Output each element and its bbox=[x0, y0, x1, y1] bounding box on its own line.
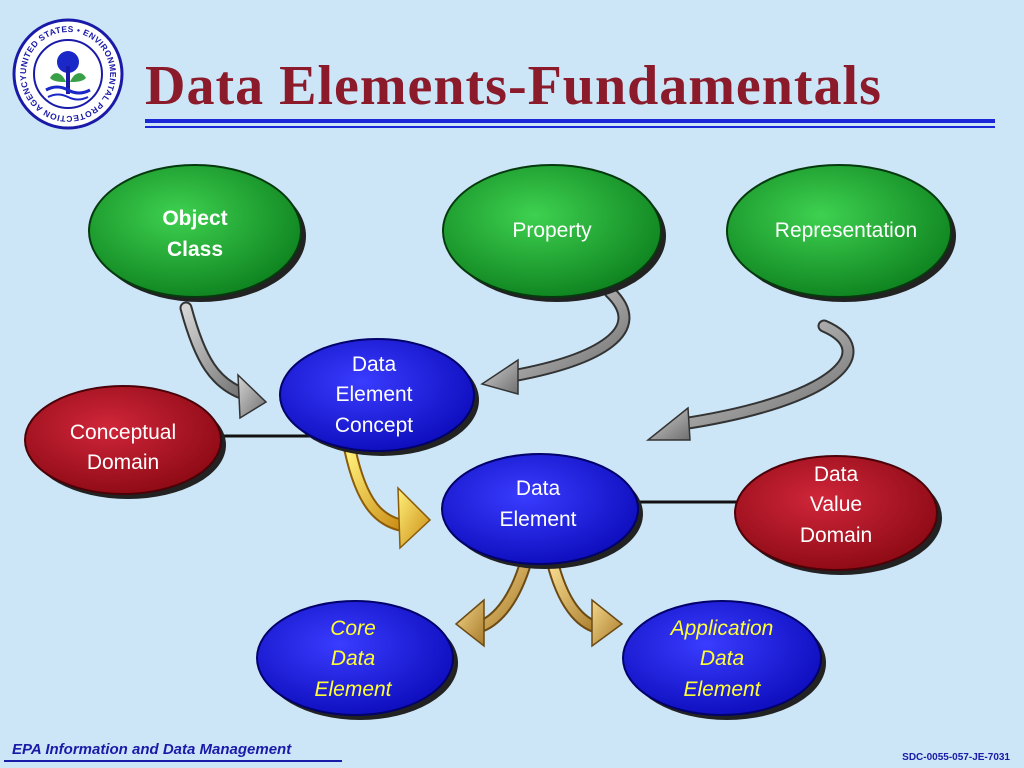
footer-org-name: EPA Information and Data Management bbox=[12, 741, 292, 758]
node-core-data-element-line-3: Element bbox=[314, 678, 392, 701]
node-data-value-domain: Data Value Domain bbox=[734, 455, 942, 575]
arrow-property-to-concept bbox=[480, 285, 631, 395]
node-data-element: Data Element bbox=[441, 453, 643, 569]
node-application-data-element-line-3: Element bbox=[683, 678, 761, 701]
node-data-value-domain-line-3: Domain bbox=[800, 524, 872, 547]
arrow-object-class-to-concept bbox=[179, 301, 268, 420]
node-conceptual-domain-line-1: Conceptual bbox=[70, 421, 176, 444]
node-data-value-domain-line-1: Data bbox=[814, 463, 859, 486]
arrow-data-element-to-application bbox=[547, 561, 624, 648]
node-data-value-domain-line-2: Value bbox=[810, 493, 862, 516]
node-data-element-line-2: Element bbox=[499, 508, 576, 531]
node-core-data-element: Core Data Element bbox=[256, 600, 458, 720]
node-object-class-line-1: Object bbox=[162, 207, 227, 230]
node-data-element-concept-line-1: Data bbox=[352, 353, 397, 376]
node-data-element-concept-line-3: Concept bbox=[335, 414, 413, 437]
node-conceptual-domain-line-2: Domain bbox=[87, 451, 159, 474]
page-title: Data Elements-Fundamentals bbox=[145, 55, 882, 117]
footer-underline bbox=[4, 760, 342, 762]
node-object-class: Object Class bbox=[88, 164, 306, 302]
epa-seal-icon: UNITED STATES • ENVIRONMENTAL PROTECTION… bbox=[10, 18, 124, 130]
arrow-representation-to-data-element bbox=[645, 319, 855, 441]
node-core-data-element-line-1: Core bbox=[330, 617, 376, 640]
node-application-data-element: Application Data Element bbox=[622, 600, 826, 720]
node-property-line-1: Property bbox=[512, 219, 592, 242]
node-representation: Representation bbox=[726, 164, 956, 302]
node-application-data-element-line-1: Application bbox=[669, 617, 774, 640]
node-object-class-line-2: Class bbox=[167, 238, 223, 261]
node-data-element-line-1: Data bbox=[516, 477, 561, 500]
footer-document-id: SDC-0055-057-JE-7031 bbox=[902, 752, 1010, 763]
node-core-data-element-line-2: Data bbox=[331, 647, 375, 670]
node-data-element-concept-line-2: Element bbox=[335, 383, 412, 406]
node-data-element-concept: Data Element Concept bbox=[279, 338, 479, 456]
node-conceptual-domain: Conceptual Domain bbox=[24, 385, 226, 499]
node-representation-line-1: Representation bbox=[775, 219, 917, 242]
node-application-data-element-line-2: Data bbox=[700, 647, 744, 670]
title-rule-thin bbox=[145, 126, 995, 128]
arrow-data-element-to-core bbox=[454, 561, 531, 648]
node-property: Property bbox=[442, 164, 666, 302]
arrow-concept-to-data-element bbox=[343, 443, 432, 550]
title-rule-thick bbox=[145, 119, 995, 123]
